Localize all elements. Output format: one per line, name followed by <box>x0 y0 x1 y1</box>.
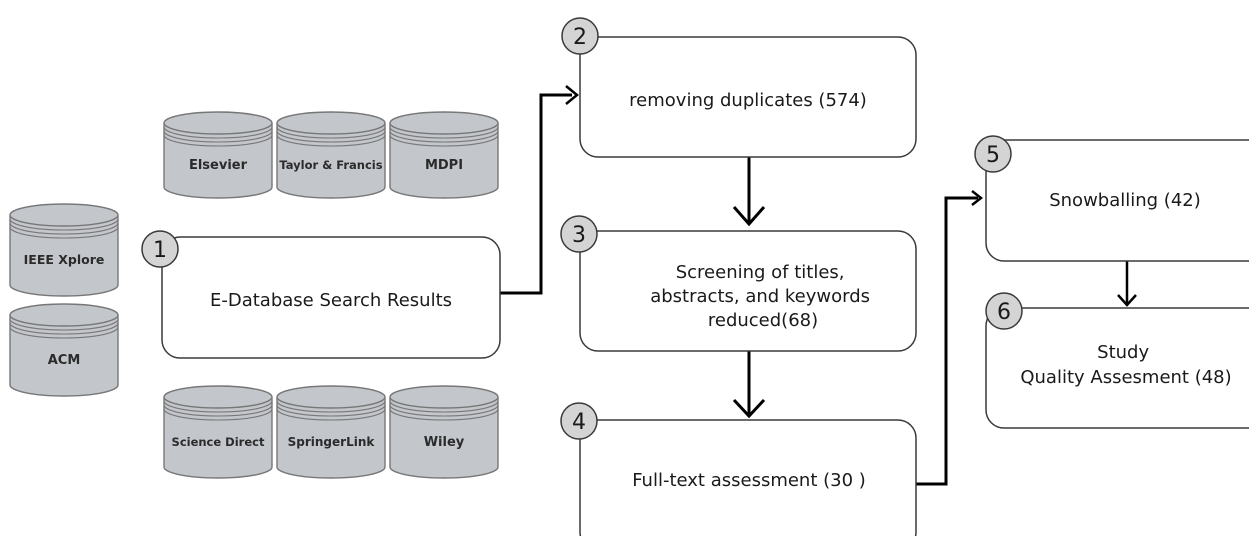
step-3-number-badge: 3 <box>560 215 598 253</box>
arrowhead-step4 <box>732 398 766 419</box>
database-ieee-xplore: IEEE Xplore <box>9 203 119 297</box>
database-wiley: Wiley <box>389 385 499 479</box>
step-2-box: removing duplicates (574) <box>579 36 917 158</box>
arrowhead-step3 <box>732 206 766 227</box>
step-1-box: E-Database Search Results <box>161 236 501 359</box>
database-label-springerlink: SpringerLink <box>288 435 376 449</box>
arrow-step4-to-step5 <box>915 196 978 486</box>
step-1-text: E-Database Search Results <box>210 290 452 311</box>
database-label-ieee-xplore: IEEE Xplore <box>24 252 105 267</box>
database-label-mdpi: MDPI <box>425 158 463 173</box>
step-1-number: 1 <box>153 238 167 263</box>
database-label-elsevier: Elsevier <box>189 158 248 173</box>
step-3-number: 3 <box>572 223 586 248</box>
arrow-step1-to-step2 <box>500 93 572 295</box>
database-mdpi: MDPI <box>389 111 499 199</box>
step-4-text: Full-text assessment (30 ) <box>632 470 866 491</box>
arrowhead-step2 <box>565 85 579 105</box>
arrowhead-step5 <box>971 190 984 206</box>
step-5-box: Snowballing (42) <box>985 139 1249 262</box>
database-springerlink: SpringerLink <box>276 385 386 479</box>
step-6-box: Study Quality Assesment (48) <box>985 307 1249 429</box>
step-4-box: Full-text assessment (30 ) <box>579 419 917 536</box>
step-1-number-badge: 1 <box>141 230 179 268</box>
step-2-text: removing duplicates (574) <box>629 90 867 111</box>
step-6-text: Study Quality Assesment (48) <box>1020 342 1231 388</box>
arrowhead-step6 <box>1117 294 1137 307</box>
step-6-number: 6 <box>997 300 1011 325</box>
step-3-text: Screening of titles, abstracts, and keyw… <box>650 262 876 331</box>
step-2-number-badge: 2 <box>561 17 599 55</box>
step-3-box: Screening of titles, abstracts, and keyw… <box>579 230 917 352</box>
step-4-number-badge: 4 <box>560 402 598 440</box>
database-taylor-francis: Taylor & Francis <box>276 111 386 199</box>
connectors <box>500 85 1137 486</box>
database-label-science-direct: Science Direct <box>172 435 265 449</box>
step-4-number: 4 <box>572 410 586 435</box>
step-5-number: 5 <box>986 143 1000 168</box>
database-science-direct: Science Direct <box>163 385 273 479</box>
step-5-text: Snowballing (42) <box>1049 190 1201 211</box>
step-6-number-badge: 6 <box>985 292 1023 330</box>
step-5-number-badge: 5 <box>974 135 1012 173</box>
database-acm: ACM <box>9 303 119 397</box>
step-2-number: 2 <box>573 25 587 50</box>
database-label-wiley: Wiley <box>424 435 465 450</box>
database-label-acm: ACM <box>48 353 81 368</box>
database-label-taylor-francis: Taylor & Francis <box>279 158 382 172</box>
database-elsevier: Elsevier <box>163 111 273 199</box>
